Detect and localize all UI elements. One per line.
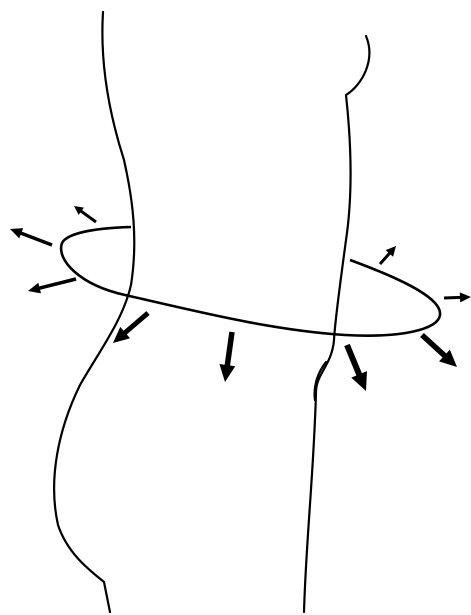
- arrow-shaft: [227, 332, 232, 366]
- arrow-head-icon: [28, 283, 41, 294]
- outward-arrow: [219, 332, 235, 382]
- arrow-shaft: [80, 211, 96, 222]
- outward-arrow: [380, 246, 396, 264]
- outward-arrow: [10, 228, 52, 245]
- body-outline-back: [54, 12, 134, 612]
- arrow-shaft: [347, 345, 360, 375]
- arrow-shaft: [124, 313, 148, 333]
- arrow-head-icon: [10, 228, 23, 238]
- arrow-shaft: [20, 233, 52, 245]
- body-outline-front: [304, 36, 369, 612]
- outward-arrow: [422, 335, 457, 367]
- arrow-head-icon: [219, 364, 235, 382]
- outward-arrow: [28, 279, 76, 293]
- arrow-shaft: [380, 253, 390, 264]
- arrow-shaft: [39, 279, 76, 288]
- waist-ring-back-left: [62, 227, 131, 243]
- arrow-head-icon: [460, 292, 471, 302]
- outward-arrow: [74, 206, 96, 222]
- outward-arrow: [347, 345, 367, 391]
- outward-arrow: [444, 292, 471, 302]
- arrow-shaft: [444, 297, 461, 298]
- arrow-shaft: [422, 335, 445, 356]
